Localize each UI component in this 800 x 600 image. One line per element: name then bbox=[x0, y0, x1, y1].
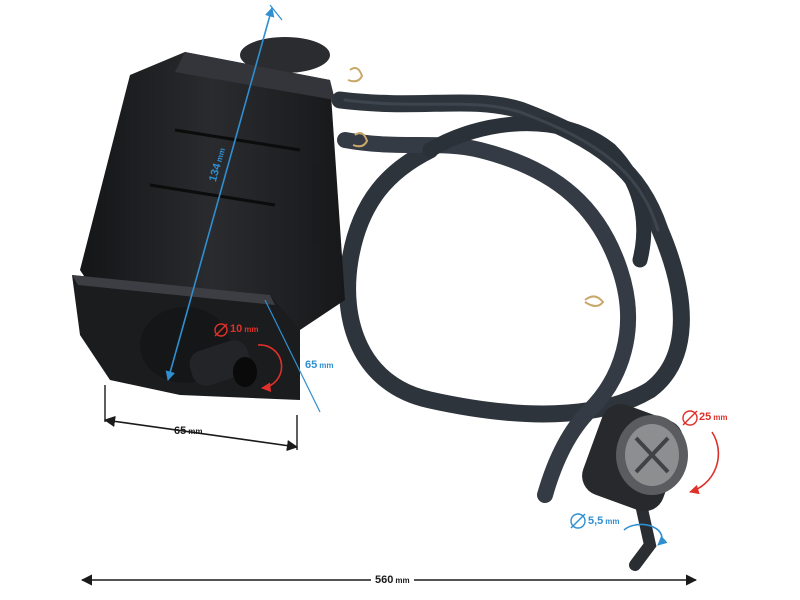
clip-1 bbox=[347, 67, 364, 83]
hose-highlight bbox=[343, 98, 660, 232]
hose-loop bbox=[422, 116, 652, 268]
diameter-icon bbox=[570, 513, 586, 529]
dimension-lines bbox=[80, 4, 720, 586]
diameter-icon bbox=[214, 323, 228, 337]
tube-arc bbox=[623, 523, 668, 546]
hose-outer bbox=[331, 91, 690, 423]
diameter-icon bbox=[682, 410, 698, 426]
diameter-symbols bbox=[214, 323, 698, 529]
port-large-arc bbox=[689, 431, 720, 495]
canister bbox=[72, 37, 345, 400]
hose-clips bbox=[347, 67, 605, 307]
clip-2 bbox=[352, 132, 369, 148]
port-opening bbox=[233, 357, 257, 387]
width-dim-line bbox=[103, 415, 299, 452]
hoses bbox=[331, 91, 690, 503]
clip-3 bbox=[584, 295, 605, 307]
height-dim-line bbox=[165, 7, 275, 381]
valve bbox=[582, 404, 688, 571]
hose-inner bbox=[337, 132, 636, 503]
port-small-arc bbox=[257, 344, 283, 392]
